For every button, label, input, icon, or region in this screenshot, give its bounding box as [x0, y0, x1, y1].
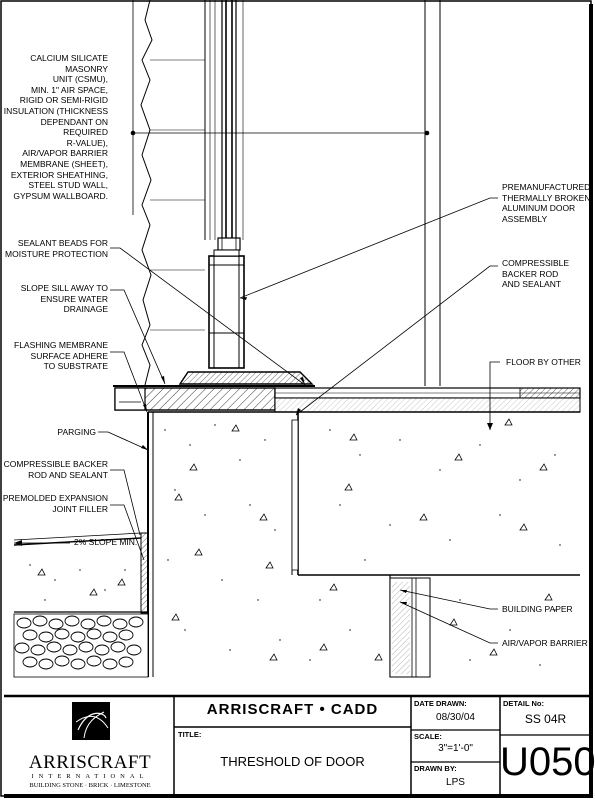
detail-caption: DETAIL No: — [503, 699, 544, 708]
door-frame — [208, 0, 245, 369]
detail-code: SS 04R — [524, 712, 567, 726]
detail-number: U050 — [500, 740, 595, 784]
label-floor-by-other: FLOOR BY OTHER — [506, 357, 581, 367]
scale-caption: SCALE: — [414, 732, 442, 741]
threshold-sill — [113, 371, 315, 411]
masonry-wall — [140, 0, 211, 386]
title-block — [4, 694, 591, 796]
label-csmu-assembly: CALCIUM SILICATE MASONRY UNIT (CSMU), MI… — [3, 53, 108, 201]
label-flashing-membrane: FLASHING MEMBRANE SURFACE ADHERE TO SUBS… — [14, 340, 108, 372]
drawing-title: THRESHOLD OF DOOR — [220, 754, 365, 769]
label-air-vapor-barrier: AIR/VAPOR BARRIER — [502, 638, 588, 648]
logo-tagline: BUILDING STONE · BRICK · LIMESTONE — [29, 782, 151, 789]
label-door-assembly: PREMANUFACTURED THERMALLY BROKEN ALUMINU… — [502, 182, 591, 224]
label-backer-rod-right: COMPRESSIBLE BACKER ROD AND SEALANT — [502, 258, 570, 290]
logo-name: ARRISCRAFT — [28, 752, 152, 773]
label-slope-sill: SLOPE SILL AWAY TO ENSURE WATER DRAINAGE — [20, 283, 108, 315]
slope-arrow — [14, 540, 70, 546]
company-name: ARRISCRAFT • CADD — [206, 701, 379, 718]
label-parging: PARGING — [57, 427, 96, 437]
label-backer-rod-left: COMPRESSIBLE BACKER ROD AND SEALANT — [3, 459, 108, 480]
scale-value: 3"=1'-0" — [438, 743, 473, 754]
date-caption: DATE DRAWN: — [414, 699, 467, 708]
leader-arrowheads — [141, 297, 493, 605]
date-drawn: 08/30/04 — [436, 712, 475, 723]
label-expansion-filler: PREMOLDED EXPANSION JOINT FILLER — [2, 493, 108, 514]
leader-lines — [98, 197, 500, 644]
title-caption: TITLE: — [178, 730, 202, 739]
floor-finish — [274, 387, 581, 413]
label-slope-min: 2% SLOPE MIN. — [74, 537, 138, 547]
drawn-by-value: LPS — [446, 777, 465, 788]
arriscraft-logo-mark — [72, 702, 110, 740]
drawn-by-caption: DRAWN BY: — [414, 764, 457, 773]
label-sealant-beads: SEALANT BEADS FOR MOISTURE PROTECTION — [5, 238, 108, 259]
logo-sub: INTERNATIONAL — [31, 773, 149, 780]
concrete-foundation — [147, 411, 580, 678]
exterior-grade — [13, 532, 149, 678]
label-building-paper: BUILDING PAPER — [502, 604, 573, 614]
